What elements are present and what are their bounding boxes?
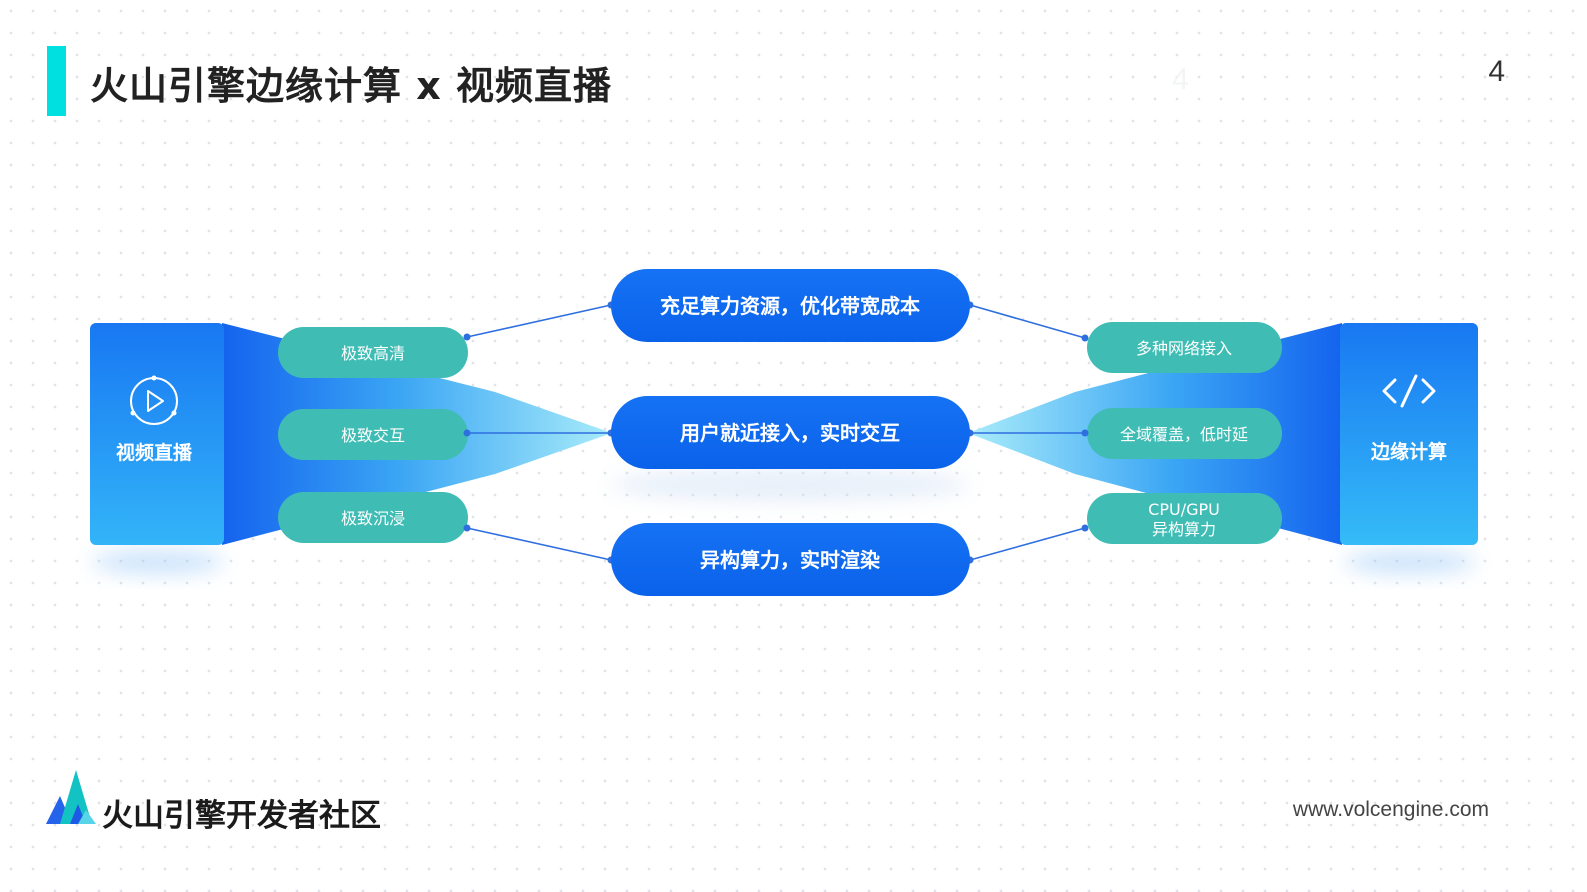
volcengine-logo-icon [46,770,96,824]
left-block [90,323,224,545]
right-pill [1087,322,1282,373]
center-node-label: 充足算力资源，优化带宽成本 [660,294,920,318]
center-node [611,269,970,342]
footer-url[interactable]: www.volcengine.com [1292,798,1489,821]
center-node [611,523,970,596]
right-block-label: 边缘计算 [1370,440,1447,463]
title-accent-bar [47,46,66,116]
left-pill-label: 极致沉浸 [341,509,405,528]
center-node-label: 用户就近接入，实时交互 [680,421,900,445]
connectors [466,304,1086,561]
ghost-page-number: 4 [1172,63,1189,96]
left-block-label: 视频直播 [116,441,193,464]
code-brackets-icon [1382,374,1436,408]
footer-brand: 火山引擎开发者社区 [102,798,381,834]
left-pill [278,409,468,460]
right-pill [1087,408,1282,459]
left-pill-label: 极致交互 [341,426,405,445]
right-pill-label: 多种网络接入 [1136,339,1232,358]
center-node-label: 异构算力，实时渲染 [700,548,881,572]
right-pill-label: 全域覆盖，低时延 [1120,425,1248,444]
right-pills: 多种网络接入 全域覆盖，低时延 CPU/GPU 异构算力 [1087,322,1282,544]
center-nodes: 充足算力资源，优化带宽成本 用户就近接入，实时交互 异构算力，实时渲染 [611,269,970,596]
left-pill-label: 极致高清 [341,344,405,363]
right-pill-label-line2: 异构算力 [1152,520,1216,539]
left-pill [278,327,468,378]
right-block [1340,323,1478,545]
play-circle-icon [130,375,178,425]
page-number: 4 [1488,55,1505,88]
left-pills: 极致高清 极致交互 极致沉浸 [278,327,468,543]
right-pill-label-line1: CPU/GPU [1148,500,1220,519]
left-pill [278,492,468,543]
right-pill [1087,493,1282,544]
page-title: 火山引擎边缘计算 x 视频直播 [90,64,612,108]
center-node [611,396,970,469]
